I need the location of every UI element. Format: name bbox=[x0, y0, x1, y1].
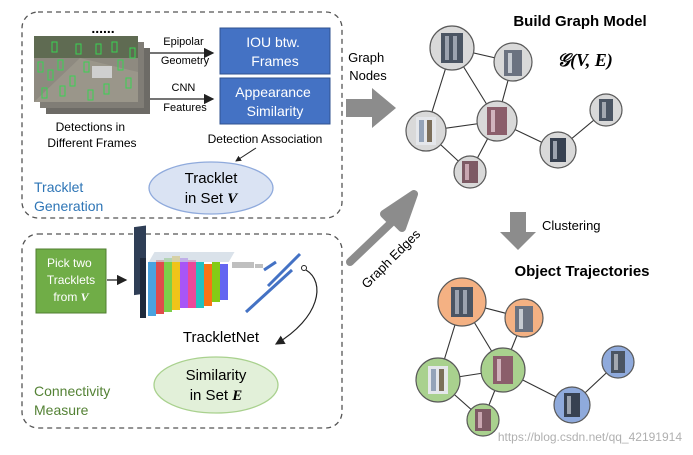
trajectory-node bbox=[504, 298, 544, 338]
trajectory-node bbox=[415, 357, 461, 403]
svg-text:Pick two Tracklets: Pick two Tracklets bbox=[47, 256, 95, 287]
svg-text:Appearance Similarity: Appearance Similarity bbox=[235, 84, 314, 119]
net-to-similarity-arrow bbox=[274, 269, 318, 345]
graph-edges-arrow: Graph Edges bbox=[346, 190, 424, 291]
connectivity-panel: Pick two Tracklets from V bbox=[21, 225, 343, 429]
trajectory-node bbox=[553, 386, 591, 424]
association-arrow bbox=[235, 147, 257, 162]
epipolar-label: Epipolar Geometry bbox=[161, 36, 210, 67]
appearance-box: Appearance Similarity bbox=[219, 77, 331, 125]
graph-node bbox=[589, 93, 623, 127]
connectivity-title: Connectivity Measure bbox=[34, 383, 114, 418]
graph-model bbox=[405, 25, 623, 189]
svg-text:Tracklet: Tracklet bbox=[185, 170, 239, 187]
iou-box: IOU btw. Frames bbox=[219, 27, 331, 75]
detections-caption: Detections in Different Frames bbox=[47, 120, 136, 150]
svg-text:from V: from V bbox=[53, 290, 89, 304]
svg-text:in Set V: in Set V bbox=[185, 190, 240, 207]
watermark: https://blog.csdn.net/qq_42191914 bbox=[498, 430, 682, 444]
tracklet-generation-panel: ...... Detections in Different Frames Ep… bbox=[21, 11, 343, 219]
trajectory-graph bbox=[415, 277, 635, 437]
clustering-arrow: Clustering bbox=[500, 212, 601, 250]
trajectory-node bbox=[466, 403, 500, 437]
trajectory-node bbox=[437, 277, 487, 327]
graph-node bbox=[476, 100, 518, 142]
svg-text:Graph Nodes: Graph Nodes bbox=[348, 50, 388, 83]
graph-title: Build Graph Model bbox=[513, 13, 646, 30]
trajectory-node bbox=[601, 345, 635, 379]
cnn-label: CNN Features bbox=[163, 82, 207, 114]
detection-frames-image bbox=[34, 36, 150, 114]
trackletnet-label: TrackletNet bbox=[183, 329, 260, 346]
frames-dots: ...... bbox=[91, 20, 114, 36]
svg-text:Clustering: Clustering bbox=[542, 218, 601, 233]
svg-text:IOU btw. Frames: IOU btw. Frames bbox=[246, 34, 304, 69]
tracklet-generation-title: Tracklet Generation bbox=[34, 179, 103, 214]
graph-node bbox=[405, 110, 447, 152]
trackletnet-graphic bbox=[134, 225, 307, 318]
tracklet-set-ellipse: Tracklet in Set V bbox=[148, 161, 274, 215]
graph-node bbox=[453, 155, 487, 189]
similarity-set-ellipse: Similarity in Set E bbox=[153, 356, 279, 414]
svg-text:Graph Edges: Graph Edges bbox=[358, 226, 423, 291]
pick-tracklets-box: Pick two Tracklets from V bbox=[35, 248, 107, 314]
graph-node bbox=[429, 25, 475, 71]
trajectory-node bbox=[480, 347, 526, 393]
trajectories-title: Object Trajectories bbox=[514, 263, 649, 280]
association-label: Detection Association bbox=[208, 132, 323, 146]
graph-nodes-arrow: Graph Nodes bbox=[346, 50, 396, 128]
svg-text:in Set E: in Set E bbox=[190, 387, 243, 404]
graph-node bbox=[493, 42, 533, 82]
graph-formula: 𝒢(V, E) bbox=[557, 50, 613, 71]
graph-node bbox=[539, 131, 577, 169]
svg-text:Similarity: Similarity bbox=[186, 367, 247, 384]
